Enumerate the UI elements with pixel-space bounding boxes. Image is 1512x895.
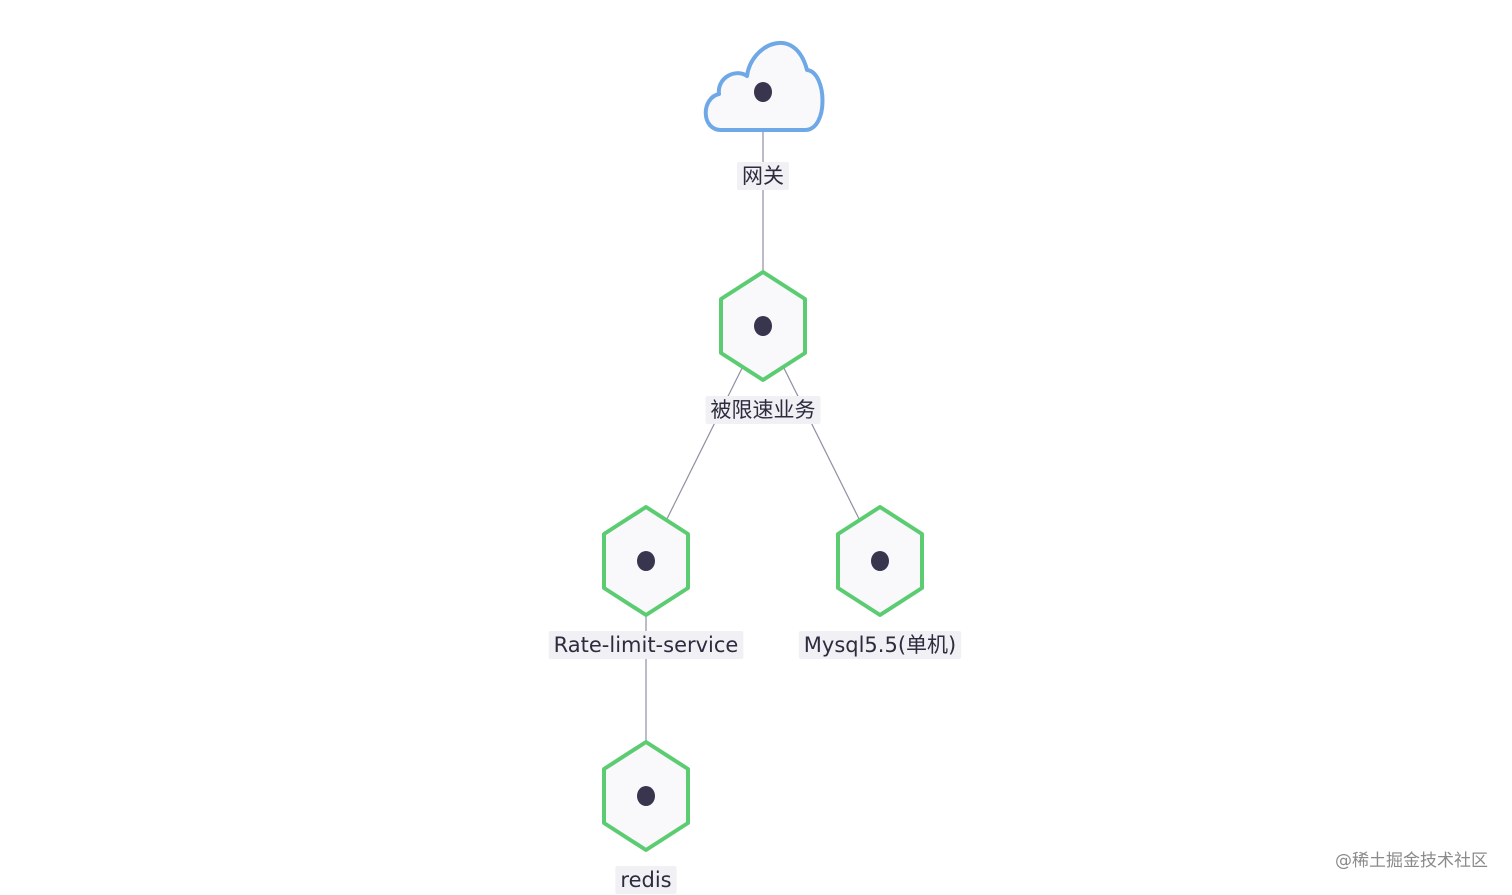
node-label-background bbox=[705, 396, 821, 424]
node-label-text: Mysql5.5(单机) bbox=[804, 633, 956, 657]
node-business[interactable] bbox=[719, 270, 807, 382]
node-redis[interactable] bbox=[602, 740, 690, 852]
node-center-dot bbox=[754, 316, 772, 336]
node-label-text: 被限速业务 bbox=[711, 398, 816, 422]
node-center-dot bbox=[637, 551, 655, 571]
node-label-background bbox=[798, 631, 962, 659]
node-label-background bbox=[548, 631, 744, 659]
node-label-gateway: 网关 bbox=[737, 162, 789, 190]
node-label-background bbox=[615, 866, 677, 894]
node-center-dot bbox=[754, 82, 772, 102]
node-label-background bbox=[737, 162, 789, 190]
node-center-dot bbox=[871, 551, 889, 571]
node-label-text: Rate-limit-service bbox=[554, 633, 739, 657]
node-mysql[interactable] bbox=[836, 505, 924, 617]
node-label-text: redis bbox=[620, 868, 671, 892]
node-label-redis: redis bbox=[615, 866, 677, 894]
node-label-mysql: Mysql5.5(单机) bbox=[798, 631, 962, 659]
node-label-text: 网关 bbox=[742, 164, 784, 188]
node-gateway[interactable] bbox=[703, 40, 825, 132]
node-center-dot bbox=[637, 786, 655, 806]
edges-layer bbox=[645, 92, 881, 796]
node-rate_limit[interactable] bbox=[602, 505, 690, 617]
node-label-rate_limit: Rate-limit-service bbox=[548, 631, 744, 659]
nodes-layer bbox=[602, 40, 924, 852]
watermark: @稀土掘金技术社区 bbox=[1335, 851, 1488, 871]
node-label-business: 被限速业务 bbox=[705, 396, 821, 424]
